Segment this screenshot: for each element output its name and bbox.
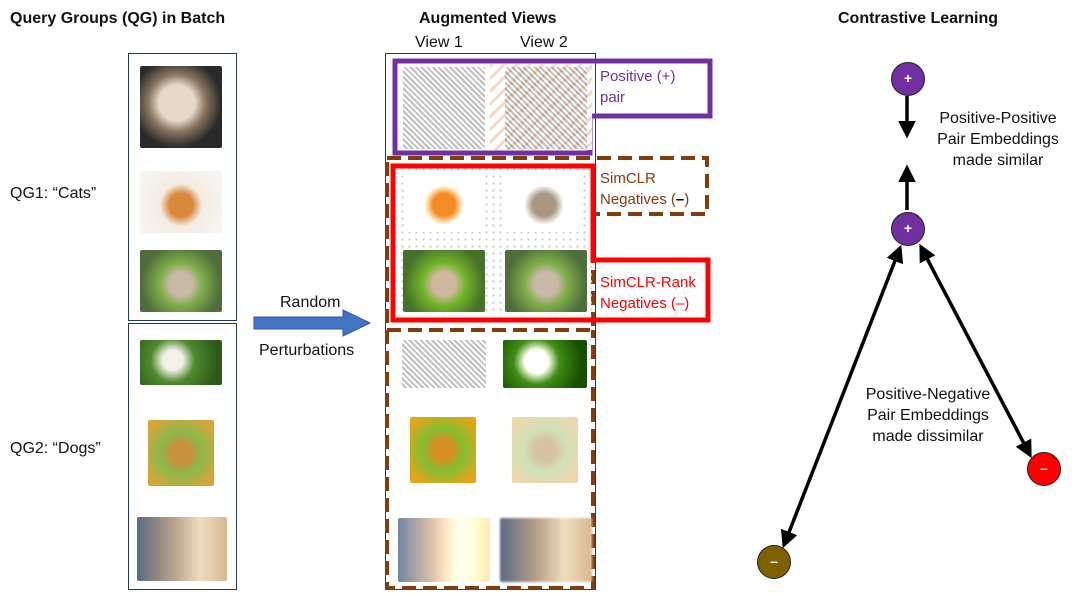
simclr-rank-line1: SimCLR-Rank — [600, 274, 696, 291]
pn-line1: Positive-Negative — [865, 386, 991, 403]
positive-negative-annotation: Positive-Negative Pair Embeddings made d… — [860, 384, 996, 447]
view1-labrador-image — [398, 518, 490, 582]
query-groups-header: Query Groups (QG) in Batch — [10, 10, 226, 27]
pp-line3: made similar — [952, 152, 1044, 169]
view2-golden-puppy-image — [512, 417, 578, 483]
random-label: Random — [280, 294, 341, 311]
augmented-views-header: Augmented Views — [419, 10, 557, 27]
view2-label: View 2 — [520, 34, 568, 51]
pn-line3: made dissimilar — [872, 428, 984, 445]
golden-puppy-image — [148, 420, 214, 486]
contrastive-learning-header: Contrastive Learning — [838, 10, 999, 27]
kitten-image — [140, 171, 222, 233]
positive-hatch — [490, 64, 592, 150]
qg2-box — [128, 323, 237, 590]
view2-melon-cat-image — [505, 250, 587, 312]
view1-white-puppy-image — [402, 340, 486, 388]
negative-node-olive: – — [757, 545, 791, 579]
view1-golden-puppy-image — [410, 417, 476, 483]
simclr-negatives-label: SimCLR Negatives (–) — [600, 168, 689, 210]
positive-line2: pair — [600, 89, 626, 106]
simclr-rank-outline — [390, 163, 711, 323]
simclr-line2: Negatives (–) — [600, 191, 690, 208]
positive-line1: Positive (+) — [600, 68, 676, 85]
labrador-image — [137, 517, 227, 581]
view1-label: View 1 — [415, 34, 463, 51]
qg1-label: QG1: “Cats” — [10, 185, 97, 202]
view2-kitten-image — [505, 172, 583, 232]
cat-image — [140, 66, 222, 148]
positive-node-middle: + — [891, 212, 925, 246]
qg1-box — [128, 53, 237, 321]
contrastive-arrows — [780, 96, 1032, 549]
simclr-rank-line2: Negatives (–) — [600, 295, 690, 312]
positive-positive-annotation: Positive-Positive Pair Embeddings made s… — [930, 108, 1066, 171]
pp-line2: Pair Embeddings — [937, 131, 1059, 148]
qg2-label: QG2: “Dogs” — [10, 440, 101, 457]
view2-white-puppy-image — [503, 340, 587, 388]
perturbation-arrow — [253, 309, 372, 337]
simclr-dash: – — [675, 191, 685, 208]
perturbations-label: Perturbations — [259, 342, 355, 359]
negative-node-red: – — [1027, 452, 1061, 486]
simclr-rank-label: SimCLR-Rank Negatives (–) — [600, 272, 696, 314]
simclr-line1: SimCLR — [600, 170, 656, 187]
white-puppy-image — [140, 340, 222, 385]
positive-node-top: + — [891, 62, 925, 96]
pn-line2: Pair Embeddings — [867, 407, 989, 424]
melon-cat-image — [140, 250, 222, 312]
view2-cat-image — [505, 67, 587, 149]
view1-kitten-image — [405, 172, 483, 232]
view1-cat-image — [403, 67, 485, 149]
pp-line1: Positive-Positive — [939, 110, 1057, 127]
positive-pair-label: Positive (+) pair — [600, 66, 675, 108]
view2-labrador-image — [500, 518, 592, 582]
view1-melon-cat-image — [403, 250, 485, 312]
